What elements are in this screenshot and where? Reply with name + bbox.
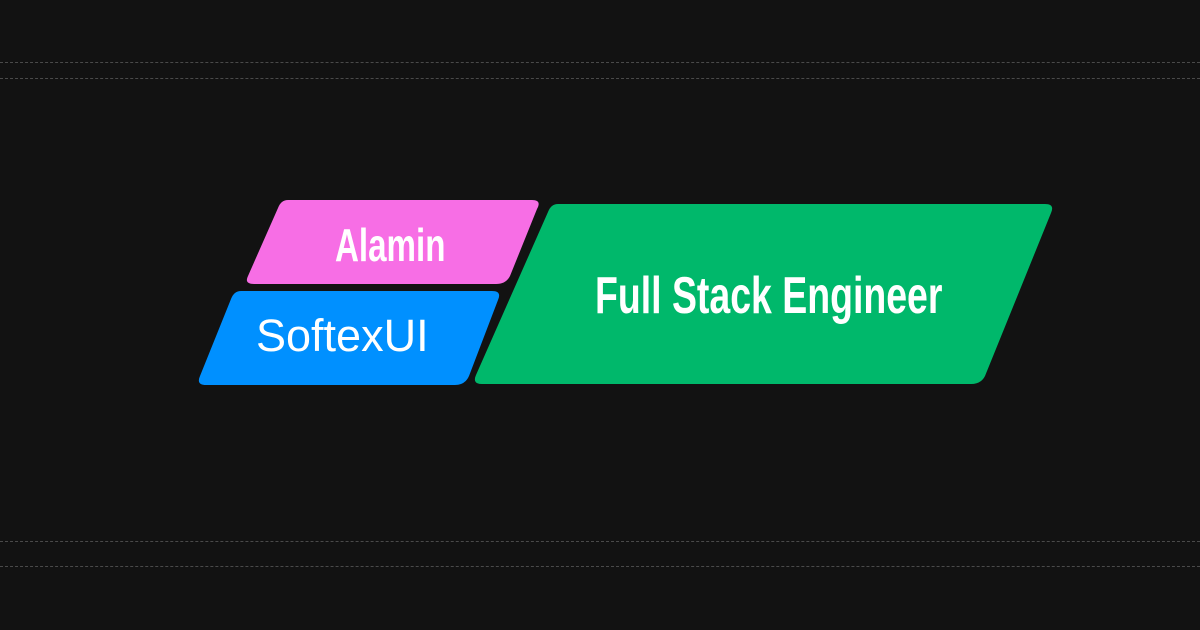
company-parallelogram	[198, 291, 500, 385]
role-label: Full Stack Engineer	[595, 267, 943, 325]
guide-line-top-2	[0, 78, 1200, 79]
guide-line-bottom-2	[0, 566, 1200, 567]
role-parallelogram	[474, 204, 1053, 384]
name-label: Alamin	[335, 219, 446, 271]
company-label: SoftexUI	[256, 310, 429, 361]
guide-line-top-1	[0, 62, 1200, 63]
guide-line-bottom-1	[0, 541, 1200, 542]
name-parallelogram	[246, 200, 539, 284]
